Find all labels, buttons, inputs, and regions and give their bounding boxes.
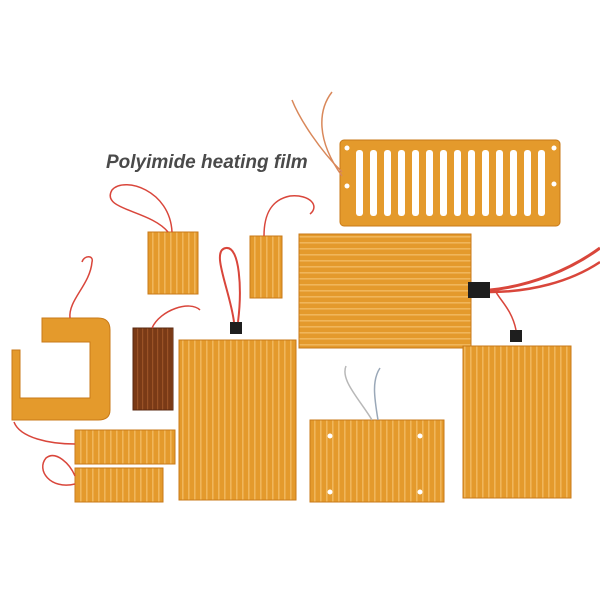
slotted-heater (291, 91, 561, 227)
tall-heater-right (462, 291, 572, 499)
strip-heater-top (13, 421, 176, 465)
small-heater-right (249, 195, 315, 299)
wide-heater-center (309, 365, 445, 503)
strip-heater-bottom (42, 455, 164, 503)
u-shaped-heater (11, 256, 111, 421)
small-heater-left (109, 184, 199, 295)
dark-heater (132, 305, 201, 411)
caption-title: Polyimide heating film (106, 152, 308, 173)
tall-heater (178, 247, 297, 501)
large-rectangular-heater (298, 233, 600, 349)
